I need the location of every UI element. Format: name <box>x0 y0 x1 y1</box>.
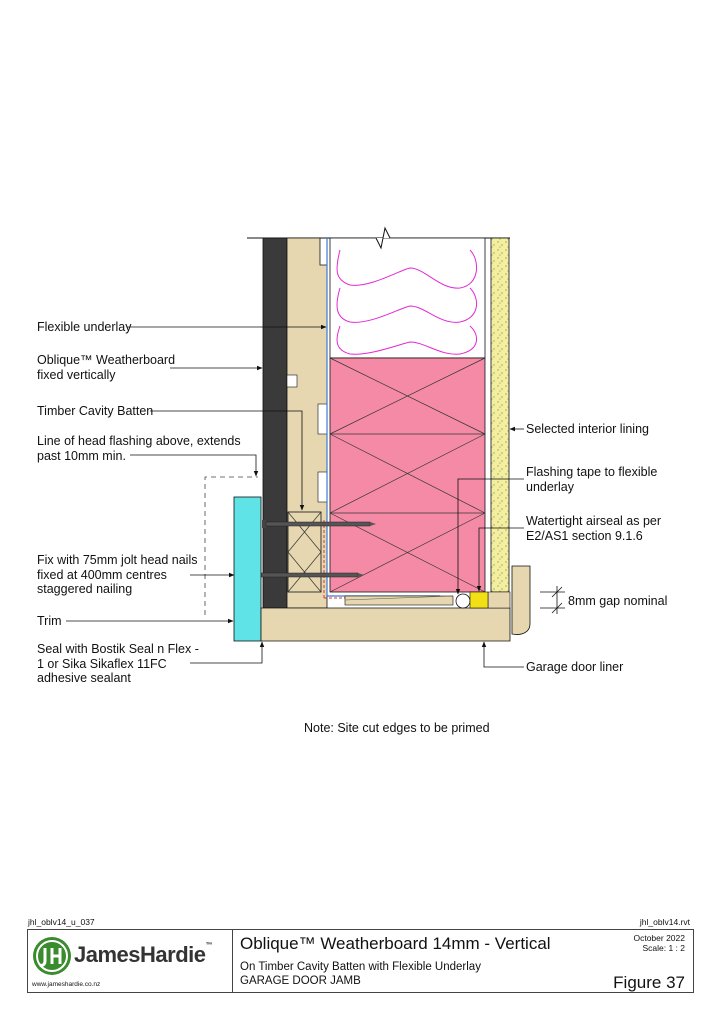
label-head-flashing: Line of head flashing above, extends pas… <box>37 434 241 463</box>
batten-notch <box>317 403 328 435</box>
leader-door-liner <box>481 641 524 668</box>
batten-notch <box>317 471 328 503</box>
garage-door-liner <box>260 607 511 642</box>
jameshardie-logo-icon <box>33 937 71 975</box>
label-nails: Fix with 75mm jolt head nails fixed at 4… <box>37 553 198 596</box>
label-airseal: Watertight airseal as per E2/AS1 section… <box>526 514 662 543</box>
leader-airseal <box>476 527 524 592</box>
jolt-head-nail <box>262 520 376 528</box>
label-weatherboard: Oblique™ Weatherboard fixed vertically <box>37 353 176 382</box>
drawing-title: Oblique™ Weatherboard 14mm - Vertical <box>240 934 551 953</box>
trim <box>233 496 262 642</box>
weatherboard-cladding <box>262 237 288 609</box>
label-sealant: Seal with Bostik Seal n Flex - 1 or Sika… <box>37 642 199 685</box>
site-note: Note: Site cut edges to be primed <box>304 721 490 735</box>
head-flashing-line <box>204 476 258 615</box>
drawing-ref-left: jhl_oblv14_u_037 <box>28 917 95 927</box>
drawing-subtitle: On Timber Cavity Batten with Flexible Un… <box>240 961 481 973</box>
label-flexible-underlay: Flexible underlay <box>37 320 132 334</box>
title-block: JamesHardie™ www.jameshardie.co.nz Obliq… <box>27 929 694 993</box>
leader-sealant <box>190 641 265 664</box>
website: www.jameshardie.co.nz <box>32 981 101 988</box>
leader-cavity-batten <box>150 410 305 511</box>
airseal-backing-rod <box>455 593 471 609</box>
break-line-symbol <box>375 226 391 250</box>
insulation-loops <box>336 249 478 355</box>
timber-framing <box>329 357 486 593</box>
garage-door-edge <box>511 565 531 635</box>
label-door-liner: Garage door liner <box>526 660 624 674</box>
drawing-scale: Scale: 1 : 2 <box>642 943 685 953</box>
label-cavity-batten: Timber Cavity Batten <box>37 404 154 418</box>
drawing-ref-right: jhl_oblv14.rvt <box>639 917 690 927</box>
watertight-airseal <box>469 591 489 609</box>
gap-dimension <box>540 586 565 614</box>
leader-head-flashing <box>130 454 259 477</box>
drawing-detail: GARAGE DOOR JAMB <box>240 975 361 987</box>
logo-cell: JamesHardie™ www.jameshardie.co.nz <box>28 930 233 992</box>
label-interior-lining: Selected interior lining <box>526 422 649 436</box>
base-packer <box>344 595 454 606</box>
interior-lining <box>490 237 510 593</box>
batten-groove <box>286 374 298 388</box>
insulation-zone <box>329 237 486 359</box>
label-gap: 8mm gap nominal <box>568 594 668 608</box>
label-flashing-tape: Flashing tape to flexible underlay <box>526 465 658 494</box>
figure-number: Figure 37 <box>613 973 685 992</box>
label-trim: Trim <box>37 614 62 628</box>
brand-name: JamesHardie™ <box>74 942 212 967</box>
leader-flashing-tape <box>455 478 524 595</box>
drawing-date: October 2022 <box>633 933 685 943</box>
liner-return <box>487 591 511 609</box>
